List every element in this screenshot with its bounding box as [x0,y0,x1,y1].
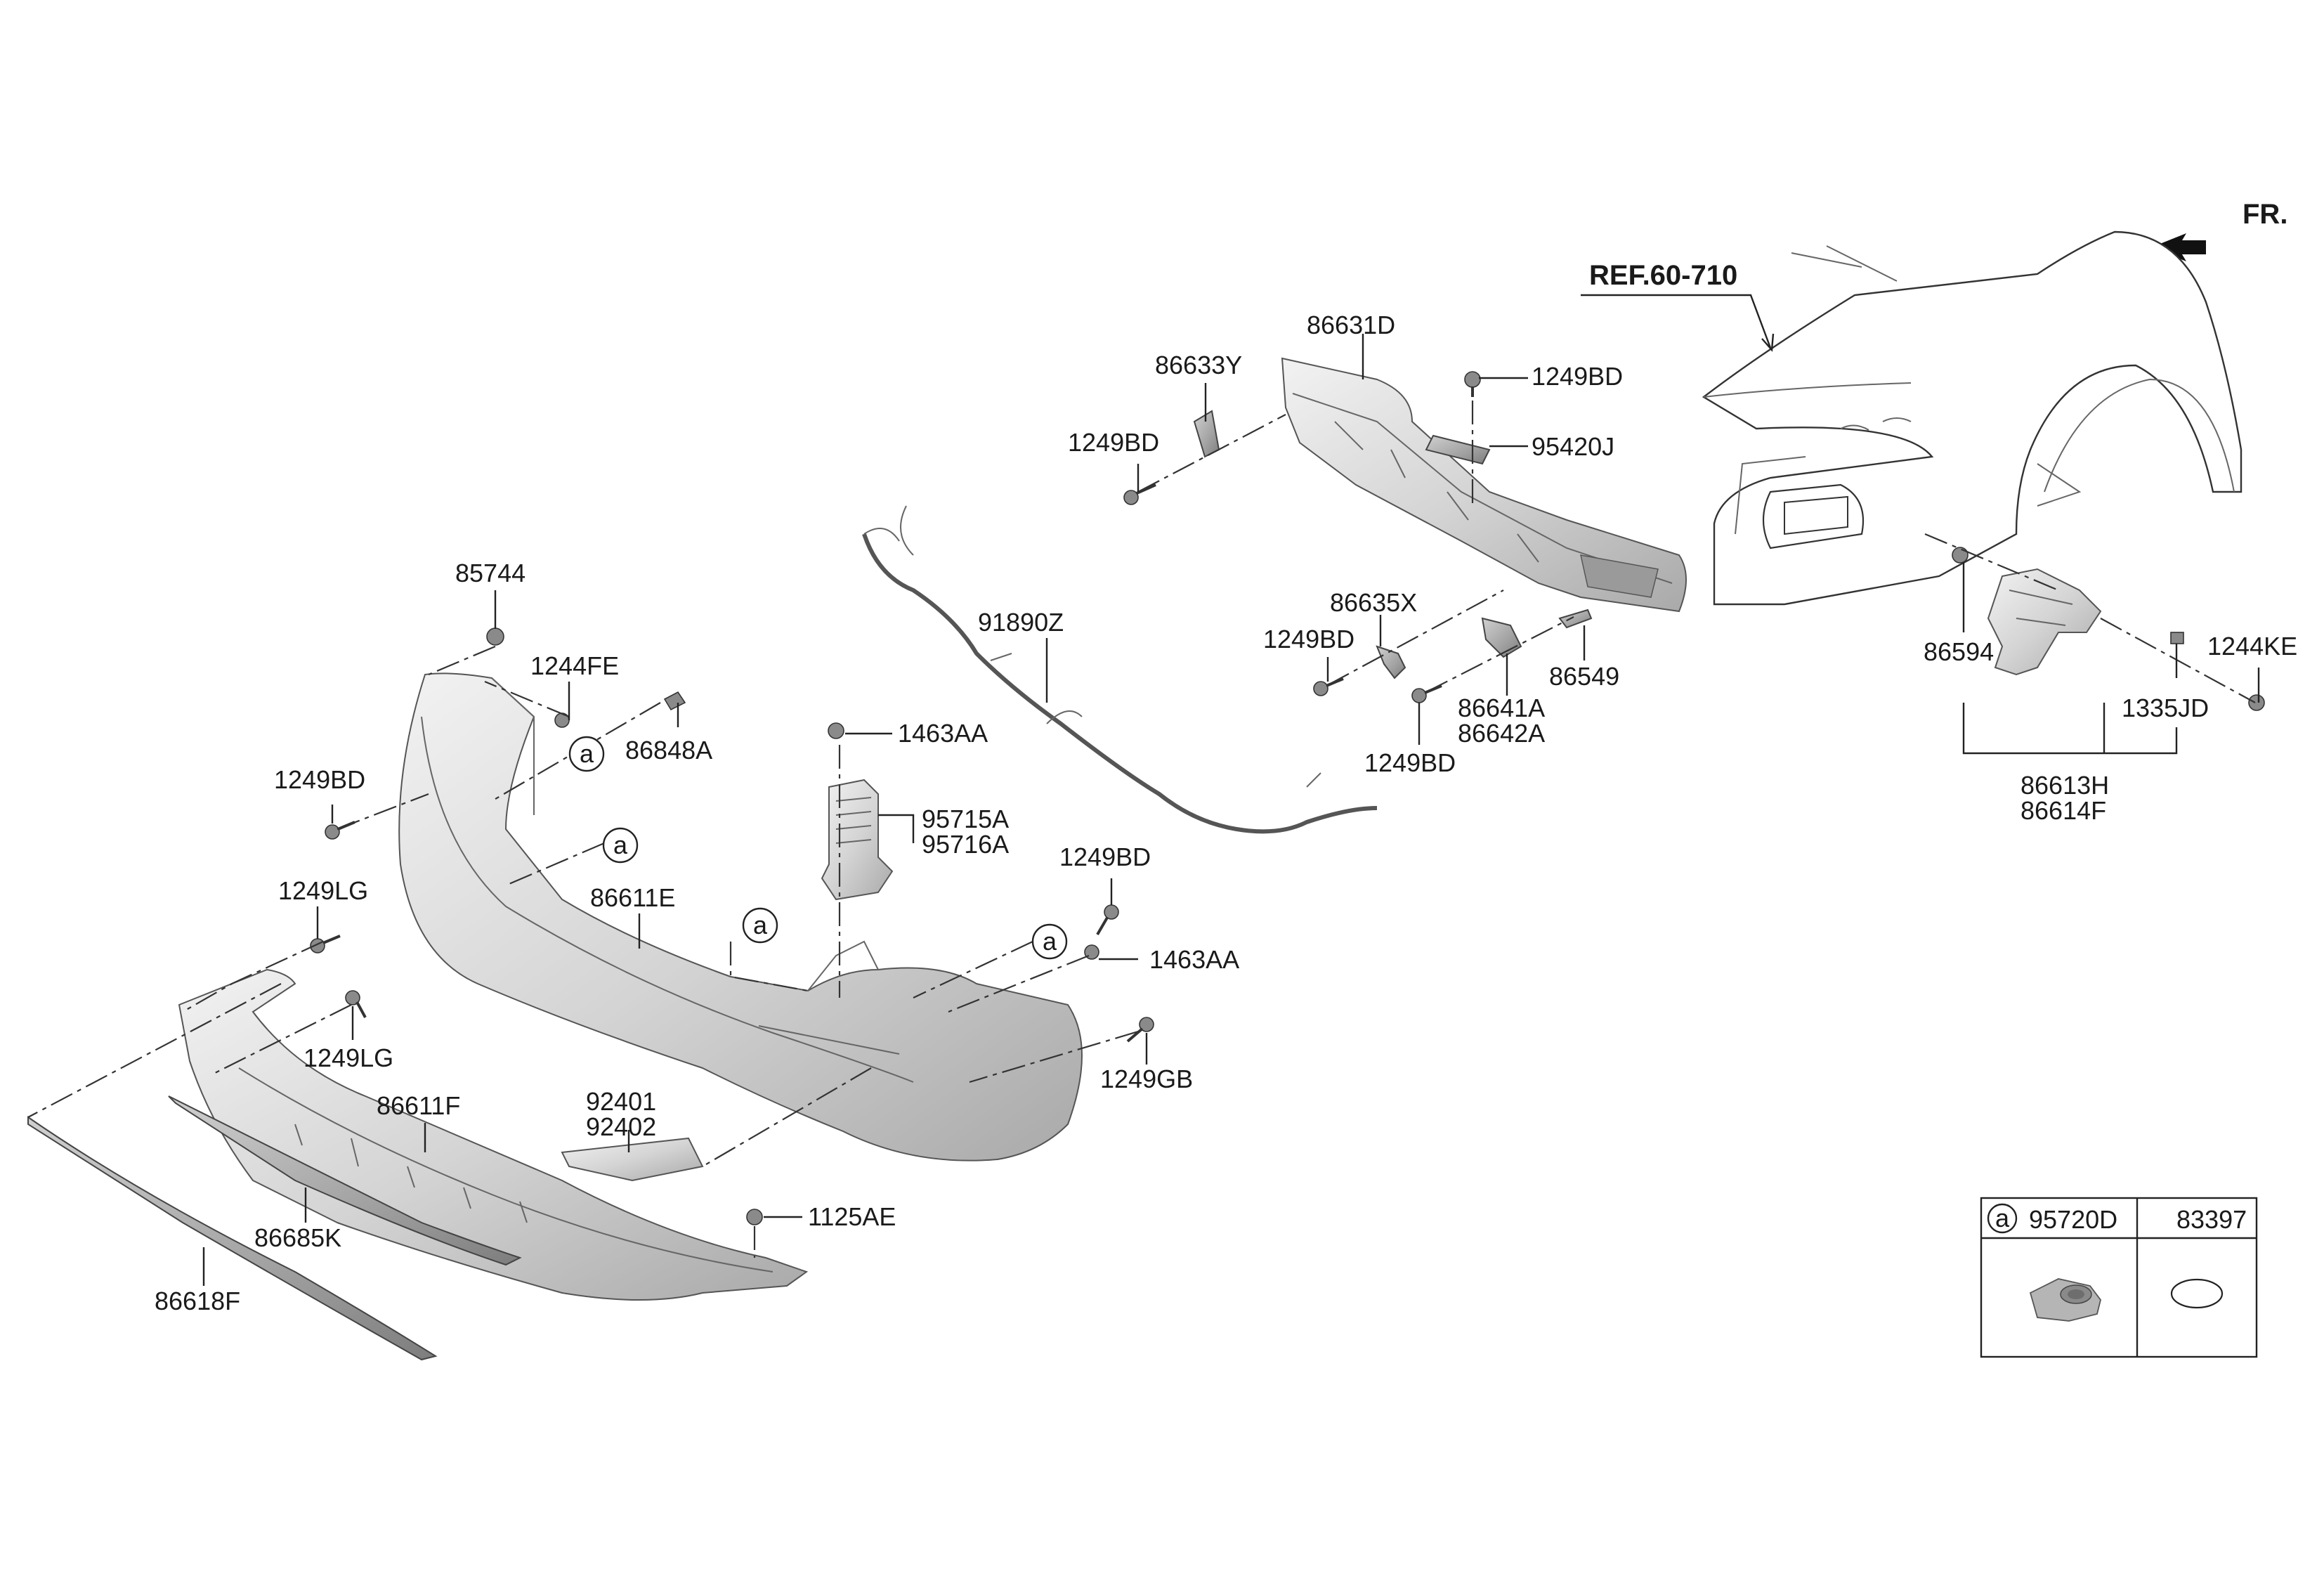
label-1249BD-m2: 1249BD [1364,748,1456,777]
bolt-1244KE [2248,694,2265,711]
bolt-1249BD-top [1464,371,1481,388]
reference-label: REF.60-710 [1589,260,1737,291]
legend-part-83397: 83397 [2176,1205,2247,1234]
legend-marker [1987,1203,2018,1234]
label-1249BD-l: 1249BD [274,765,365,794]
bolt-86549 [1558,608,1593,629]
label-86641A: 86641A [1458,694,1545,722]
sensor-marker-3: a [742,907,778,944]
label-86631D: 86631D [1307,311,1395,339]
reference-leader [1581,294,1772,349]
label-86642A: 86642A [1458,719,1545,748]
label-86611F: 86611F [377,1091,460,1120]
bracket-95420J [1425,434,1491,465]
leader-lines [202,334,2260,1286]
lower-diffuser-86611F [178,968,809,1301]
label-92401: 92401 [586,1087,656,1116]
label-1249GB: 1249GB [1100,1065,1193,1093]
label-1244KE: 1244KE [2207,632,2297,660]
label-1249LG-2: 1249LG [303,1043,393,1072]
label-1125AE: 1125AE [808,1202,896,1231]
garnish-86685K [168,1095,522,1266]
label-1463AA-2: 1463AA [1149,945,1239,974]
label-1249LG-1: 1249LG [278,876,368,905]
bracket-86641A [1481,617,1522,658]
sensor-marker-2: a [602,827,639,864]
label-92402: 92402 [586,1112,656,1141]
bracket-86633Y [1193,410,1220,458]
sensor-marker-text: a [580,739,594,768]
label-86613H: 86613H [2021,771,2109,800]
nut-85744 [486,627,504,646]
molding-86618F [27,1116,438,1361]
label-86611E: 86611E [590,883,675,912]
label-1244FE: 1244FE [530,651,619,680]
rear-bumper-cover-86611E [398,672,1083,1161]
label-1249BD-top: 1249BD [1532,362,1623,391]
parking-sensor-icon [2029,1278,2101,1322]
clip-86848A [663,691,686,711]
label-1249BD-tl: 1249BD [1068,428,1159,457]
front-label: FR. [2243,199,2287,230]
fastener-group-left [310,627,1154,1225]
label-91890Z: 91890Z [978,608,1064,637]
label-86633Y: 86633Y [1155,351,1242,379]
label-86614F: 86614F [2021,796,2106,825]
clip-1335JD [2170,632,2184,644]
nut-1463AA-1 [828,722,844,739]
front-arrow-icon [2151,233,2206,261]
bolt-1249GB [1139,1017,1154,1032]
bolt-1249BD-tl [1123,490,1139,505]
label-95420J: 95420J [1532,432,1614,461]
side-bracket-86613H [1987,568,2102,676]
label-86594: 86594 [1924,637,1994,666]
wiring-harness-91890Z [862,533,1378,834]
legend-part-95720D: 95720D [2029,1205,2117,1234]
quarter-panel-reference [1702,230,2243,606]
bracket-86635X [1376,645,1406,679]
label-1463AA-1: 1463AA [898,719,988,748]
callout-labels: 86631D 86633Y 1249BD 1249BD 95420J 86635… [155,311,2297,1315]
sensor-marker-text: a [613,831,628,859]
legend-table: a 95720D 83397 [1980,1197,2258,1358]
bracket-95715A [821,779,894,901]
legend-marker-text: a [1995,1204,2010,1232]
bolt-1249BD-m2 [1411,688,1427,703]
label-1249BD-r: 1249BD [1059,842,1151,871]
label-86618F: 86618F [155,1287,240,1315]
bolt-1249BD-r [1104,904,1119,920]
front-direction-marker: FR. [2151,199,2287,261]
sensor-marker-text: a [1043,927,1057,956]
sensor-marker-1: a [568,736,605,772]
label-1249BD-m1: 1249BD [1263,625,1354,653]
label-86549: 86549 [1549,662,1619,691]
assembly-lines [27,401,2256,1258]
label-85744: 85744 [455,559,525,587]
bolt-1249BD-l [325,824,340,840]
nut-1125AE [746,1209,763,1225]
bolt-1249BD-m1 [1313,681,1329,696]
sensor-marker-4: a [1031,923,1068,960]
label-1335JD: 1335JD [2122,694,2209,722]
rear-beam-86631D [1281,357,1687,613]
label-86685K: 86685K [254,1223,341,1252]
bolt-1249LG-2 [345,990,360,1005]
o-ring-icon [2170,1278,2224,1309]
label-95716A: 95716A [922,830,1009,859]
label-86848A: 86848A [625,736,712,764]
label-86635X: 86635X [1330,588,1417,617]
label-95715A: 95715A [922,805,1009,833]
sensor-marker-text: a [753,911,768,939]
clip-86594 [1952,547,1969,564]
reflector-92401 [561,1137,704,1182]
